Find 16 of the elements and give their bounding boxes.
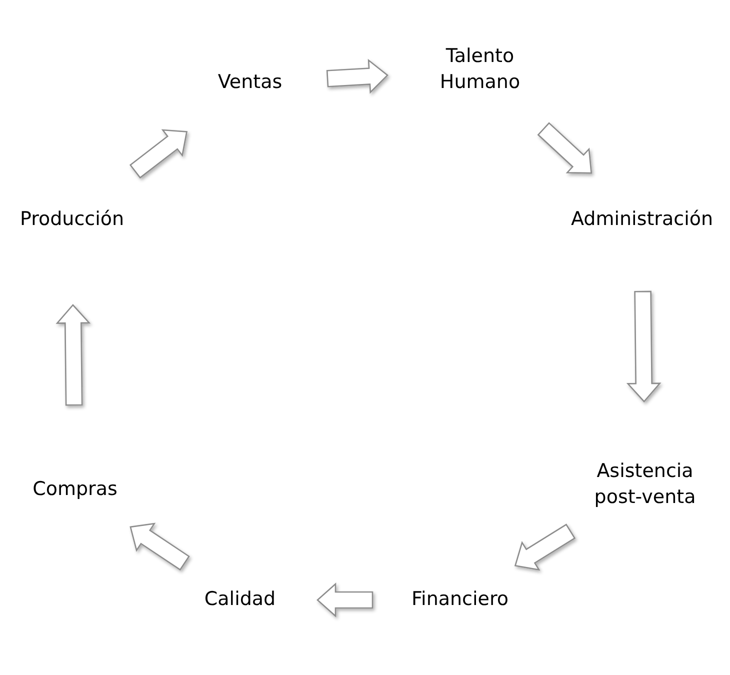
node-label: Asistencia post-venta (593, 459, 697, 510)
node-label: Talento Humano (438, 44, 522, 95)
node-label: Administración (570, 207, 714, 232)
block-arrow (129, 129, 188, 179)
node-label: Financiero (412, 587, 508, 612)
block-arrow (56, 304, 91, 406)
block-arrow (130, 522, 190, 571)
block-arrow (514, 524, 576, 571)
node-label: Ventas (218, 70, 282, 96)
node-label: Producción (20, 207, 124, 232)
node-label: Calidad (204, 587, 276, 612)
node-label: Compras (32, 477, 118, 502)
block-arrow (326, 58, 388, 94)
block-arrow (537, 122, 592, 174)
block-arrow (626, 290, 662, 402)
block-arrow (316, 582, 374, 618)
